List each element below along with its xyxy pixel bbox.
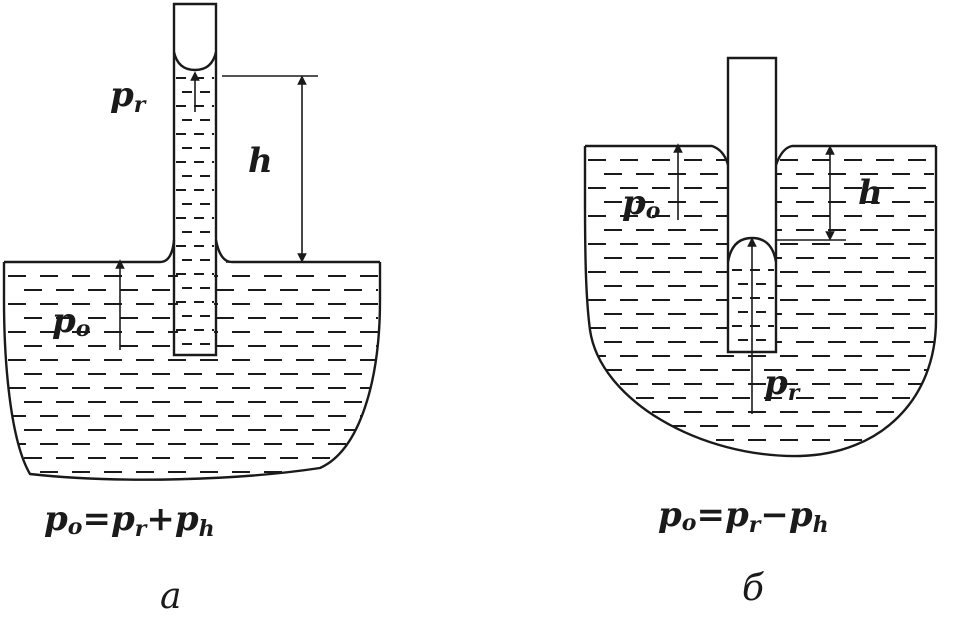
vessel-b-outline: [583, 146, 938, 458]
tube-a: [172, 2, 218, 357]
vessel-a-surface: [4, 239, 380, 264]
label-p0-b: po: [622, 183, 660, 224]
label-h-a: h: [248, 141, 273, 181]
label-h-b: h: [858, 173, 883, 213]
formula-b: po=pr−ph: [658, 495, 829, 538]
tube-a-liquid-hatching: [176, 77, 214, 345]
tube-a-meniscus: [172, 51, 218, 72]
figure-a: pr h po po=pr+ph а: [2, 2, 382, 617]
vessel-a-outline: [2, 262, 382, 481]
formula-a: po=pr+ph: [44, 499, 215, 542]
figure-b: po h pr po=pr−ph б: [583, 56, 938, 609]
tube-b: [726, 56, 778, 354]
tube-b-liquid-hatching: [732, 269, 774, 341]
vessel-b-liquid-hatching: [588, 159, 934, 441]
label-pr-b: pr: [764, 363, 801, 406]
vessel-b-surface: [585, 144, 936, 166]
caption-b: б: [742, 568, 765, 609]
caption-a: а: [160, 576, 181, 617]
label-pr-a: pr: [110, 75, 147, 118]
label-p0-a: po: [52, 301, 90, 342]
